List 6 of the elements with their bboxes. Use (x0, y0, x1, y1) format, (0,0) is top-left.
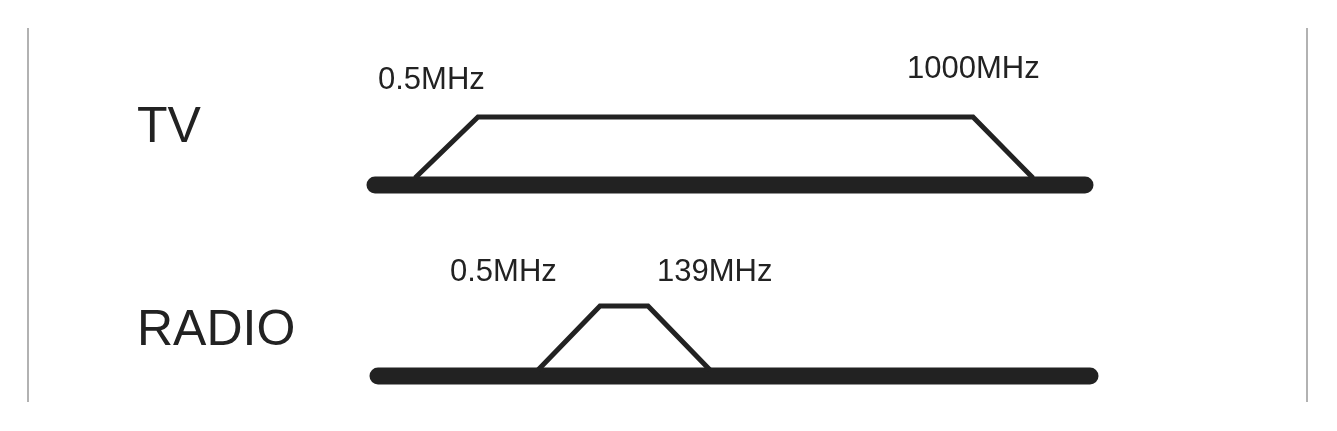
frequency-label: 139MHz (657, 255, 773, 286)
frequency-label: 0.5MHz (378, 63, 485, 94)
row-label: RADIO (137, 303, 296, 353)
frequency-label: 0.5MHz (450, 255, 557, 286)
frequency-label: 1000MHz (907, 52, 1040, 83)
row-label: TV (137, 100, 201, 150)
